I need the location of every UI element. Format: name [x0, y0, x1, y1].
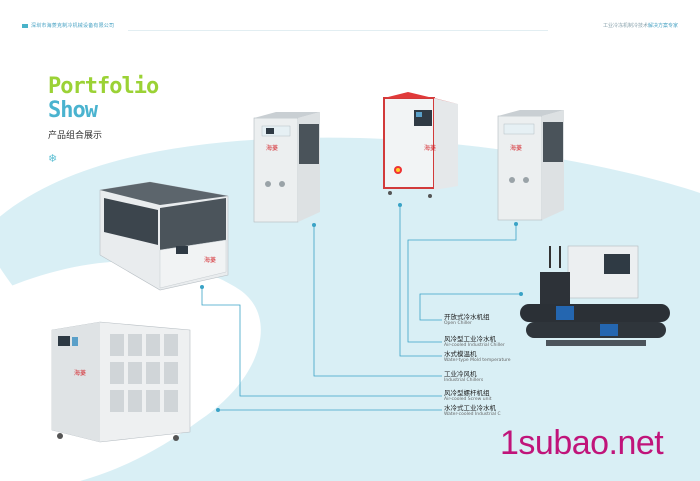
- header-company: 深圳市海菱克制冷机械设备有限公司: [22, 22, 114, 29]
- label-mold-temperature: 水式模温机 Water-type Mold temperature: [444, 350, 511, 363]
- machine-industrial-chiller: 海菱: [253, 112, 320, 223]
- dot-2: [514, 222, 518, 226]
- leader-air-cooled-chiller: [407, 224, 517, 343]
- leader-screw-unit: [201, 287, 442, 397]
- leader-mold-temp: [399, 205, 442, 357]
- header-marker-icon: [22, 23, 28, 28]
- leader-dots: [200, 203, 523, 412]
- header-divider: [128, 30, 548, 31]
- label-open-chiller: 开放式冷水机组 Open Chiller: [444, 313, 490, 326]
- dot-1: [519, 292, 523, 296]
- watermark: 1subao.net: [500, 424, 664, 462]
- subtitle-cn: 产品组合展示: [48, 131, 103, 141]
- machine-water-cooled: 海菱: [51, 321, 191, 443]
- machine-screw-unit: 海菱: [99, 181, 229, 291]
- svg-text:海菱: 海菱: [266, 144, 278, 152]
- title-portfolio: Portfolio: [48, 74, 159, 99]
- leader-industrial-chiller: [313, 225, 442, 377]
- leader-open-chiller: [419, 293, 521, 321]
- dot-4: [312, 223, 316, 227]
- label-air-cooled-chiller: 风冷型工业冷水机 Air-cooled Industrial Chiller: [444, 335, 505, 348]
- svg-text:海菱: 海菱: [74, 369, 86, 377]
- dot-6: [216, 408, 220, 412]
- svg-text:海菱: 海菱: [424, 144, 436, 152]
- dot-3: [398, 203, 402, 207]
- label-industrial-chiller: 工业冷风机 Industrial Chillers: [444, 370, 484, 383]
- dot-5: [200, 285, 204, 289]
- machine-open-chiller: [520, 245, 670, 346]
- header-tagline: 工业冷冻机制冷技术解决方案专家: [602, 23, 678, 29]
- svg-text:海菱: 海菱: [204, 256, 216, 264]
- title-show: Show: [48, 98, 98, 123]
- svg-text:海菱: 海菱: [510, 144, 522, 152]
- label-screw-unit: 风冷型螺杆机组 Air-cooled Screw unit: [444, 389, 492, 402]
- machine-mold-temperature: 海菱: [383, 92, 458, 198]
- machine-air-cooled-chiller: 海菱: [497, 110, 564, 221]
- label-water-cooled: 水冷式工业冷水机 Water-cooled Industrial C: [444, 404, 501, 417]
- company-name: 深圳市海菱克制冷机械设备有限公司: [31, 23, 115, 29]
- leader-lines: [201, 205, 521, 411]
- snowflake-icon: ❄: [48, 152, 58, 165]
